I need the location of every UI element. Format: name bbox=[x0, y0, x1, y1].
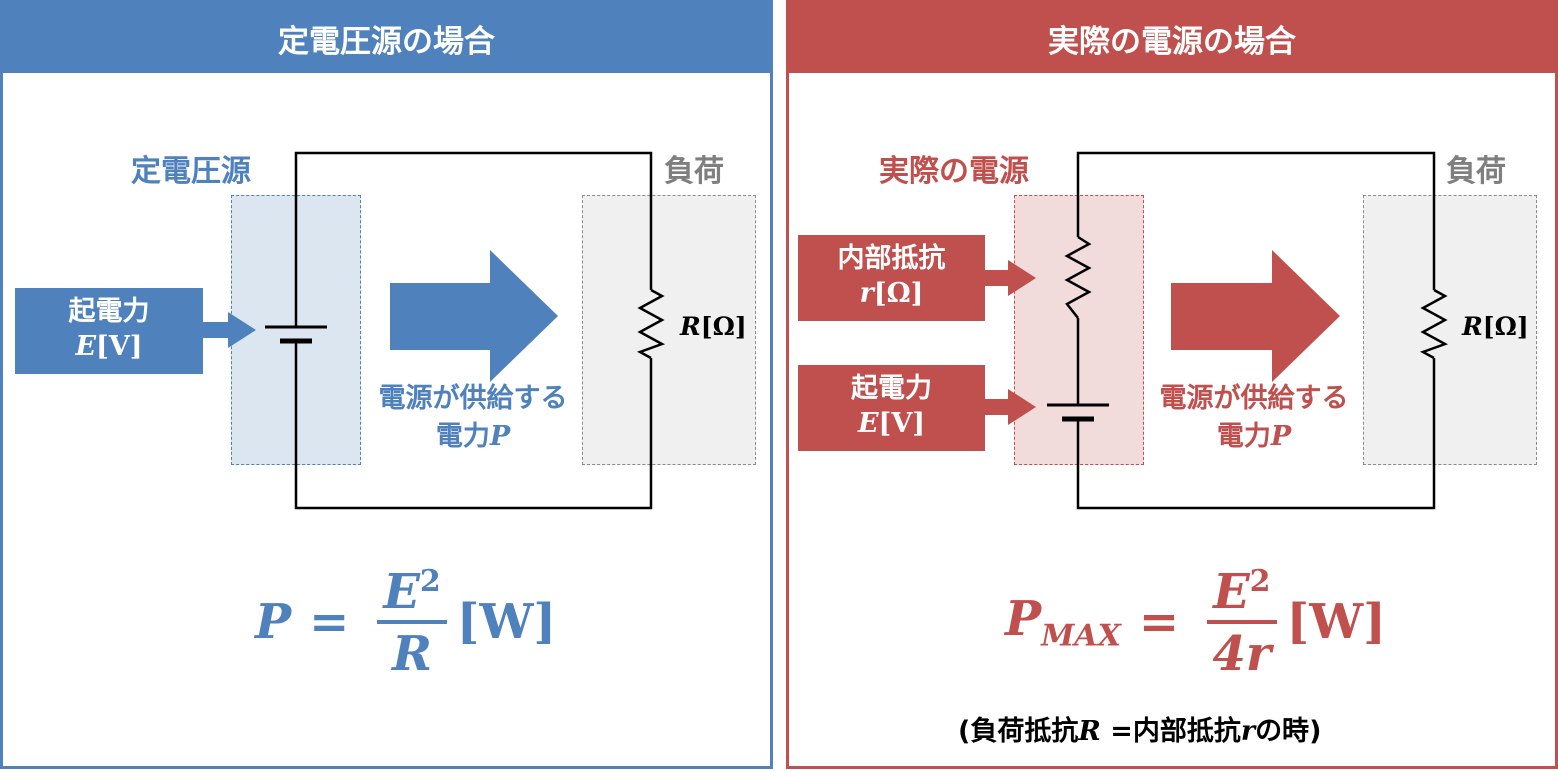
load-resistor-symbol bbox=[1419, 288, 1449, 360]
formula-fraction: E2 R bbox=[377, 566, 447, 678]
power-flow-arrow bbox=[1171, 250, 1340, 382]
load-resistance-label: R[Ω] bbox=[1462, 312, 1529, 341]
emf-pointer-arrow bbox=[203, 312, 256, 348]
emf-box-title: 起電力 bbox=[68, 296, 150, 327]
panel-title: 定電圧源の場合 bbox=[3, 3, 770, 73]
load-resistor-symbol bbox=[636, 288, 666, 360]
internal-resistance-title: 内部抵抗 bbox=[837, 243, 946, 274]
power-formula: P = E2 R [W] bbox=[255, 563, 557, 682]
emf-box: 起電力 E[V] bbox=[15, 288, 203, 374]
load-label: 負荷 bbox=[664, 154, 724, 189]
max-power-condition: (負荷抵抗R =内部抵抗rの時) bbox=[958, 716, 1322, 747]
internal-resistance-pointer-arrow bbox=[985, 260, 1036, 296]
emf-box-value: E[V] bbox=[857, 408, 926, 439]
load-resistance-label: R[Ω] bbox=[680, 312, 747, 341]
supply-power-caption: 電源が供給する 電力P bbox=[1159, 383, 1349, 452]
power-flow-arrow bbox=[390, 250, 558, 382]
source-label: 定電圧源 bbox=[131, 154, 251, 189]
emf-pointer-arrow bbox=[985, 389, 1036, 425]
formula-fraction: E2 4r bbox=[1207, 566, 1277, 678]
left-circuit-wires bbox=[294, 151, 653, 510]
emf-box-value: E[V] bbox=[75, 331, 143, 362]
emf-box: 起電力 E[V] bbox=[798, 365, 985, 451]
panel-title: 実際の電源の場合 bbox=[789, 3, 1555, 73]
supply-power-caption: 電源が供給する 電力P bbox=[378, 383, 568, 452]
right-circuit-wires bbox=[1076, 151, 1436, 510]
source-label: 実際の電源 bbox=[879, 154, 1029, 189]
internal-resistance-value: r[Ω] bbox=[859, 278, 924, 309]
internal-resistance-box: 内部抵抗 r[Ω] bbox=[798, 235, 985, 321]
load-zone bbox=[582, 195, 756, 465]
load-label: 負荷 bbox=[1446, 154, 1506, 189]
internal-resistor-symbol bbox=[1064, 235, 1092, 319]
max-power-formula: PMAX = E2 4r [W] bbox=[1005, 563, 1386, 682]
emf-box-title: 起電力 bbox=[851, 373, 932, 404]
load-zone bbox=[1363, 195, 1537, 465]
